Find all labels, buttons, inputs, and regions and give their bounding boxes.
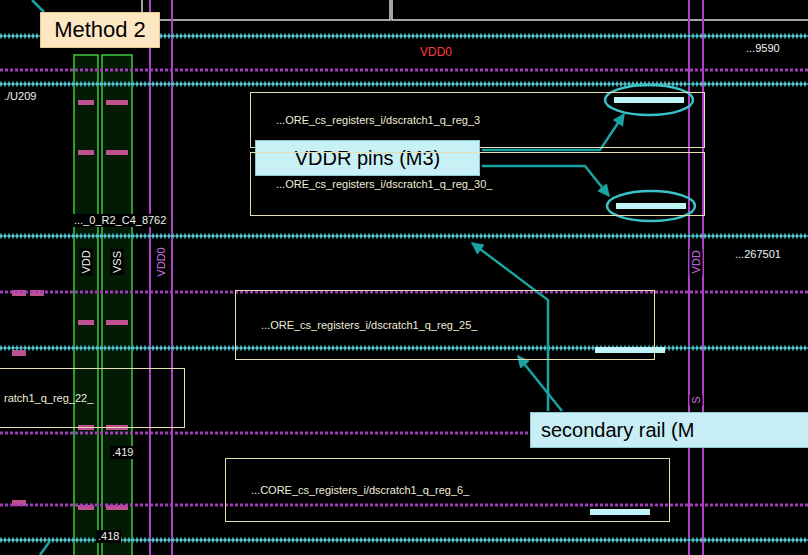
instance-name: ratch1_q_reg_22_	[4, 392, 93, 404]
instance-label: ..._0_R2_C4_8762	[72, 214, 168, 227]
cell-instance: ...CORE_cs_registers_i/dscratch1_q_reg_6…	[225, 458, 670, 522]
instance-label: ./U209	[2, 90, 38, 103]
net-label: S	[690, 394, 703, 405]
cell-instance: ratch1_q_reg_22_	[0, 368, 185, 428]
instance-label: ...9590	[744, 42, 782, 55]
instance-label: VDD0	[418, 46, 454, 59]
secondary-rail	[0, 36, 808, 540]
callout-text: VDDR pins (M3)	[295, 147, 441, 170]
leader-arrow	[32, 0, 624, 555]
vddr-pin	[590, 97, 686, 515]
net-label: VDD	[80, 248, 93, 275]
horizontal-strap	[0, 70, 808, 505]
instance-label: .418	[96, 530, 121, 543]
instance-name: ...ORE_cs_registers_i/dscratch1_q_reg_25…	[261, 319, 477, 331]
callout-box: Method 2	[40, 12, 160, 48]
instance-name: ...ORE_cs_registers_i/dscratch1_q_reg_30…	[276, 178, 492, 190]
power-stripe	[74, 55, 98, 555]
cell-instance: ...ORE_cs_registers_i/dscratch1_q_reg_30…	[250, 152, 705, 216]
net-label: VDD0	[155, 245, 168, 278]
callout-box: VDDR pins (M3)	[255, 140, 480, 176]
callout-text: Method 2	[54, 17, 146, 43]
cell-outline	[142, 0, 390, 20]
callout-box: secondary rail (M	[530, 412, 808, 448]
cell-instance: ...ORE_cs_registers_i/dscratch1_q_reg_25…	[235, 290, 655, 360]
instance-name: ...CORE_cs_registers_i/dscratch1_q_reg_6…	[251, 484, 469, 496]
highlight-ellipse	[605, 85, 695, 221]
callout-text: secondary rail (M	[541, 419, 694, 442]
instance-name: ...ORE_cs_registers_i/dscratch1_q_reg_3	[276, 114, 480, 126]
instance-label: .419	[110, 446, 135, 459]
net-label: VDD	[690, 248, 703, 275]
cell-outline	[392, 0, 808, 20]
power-stripe	[102, 55, 132, 555]
net-label: VSS	[111, 249, 124, 275]
instance-label: ...267501	[733, 248, 783, 261]
